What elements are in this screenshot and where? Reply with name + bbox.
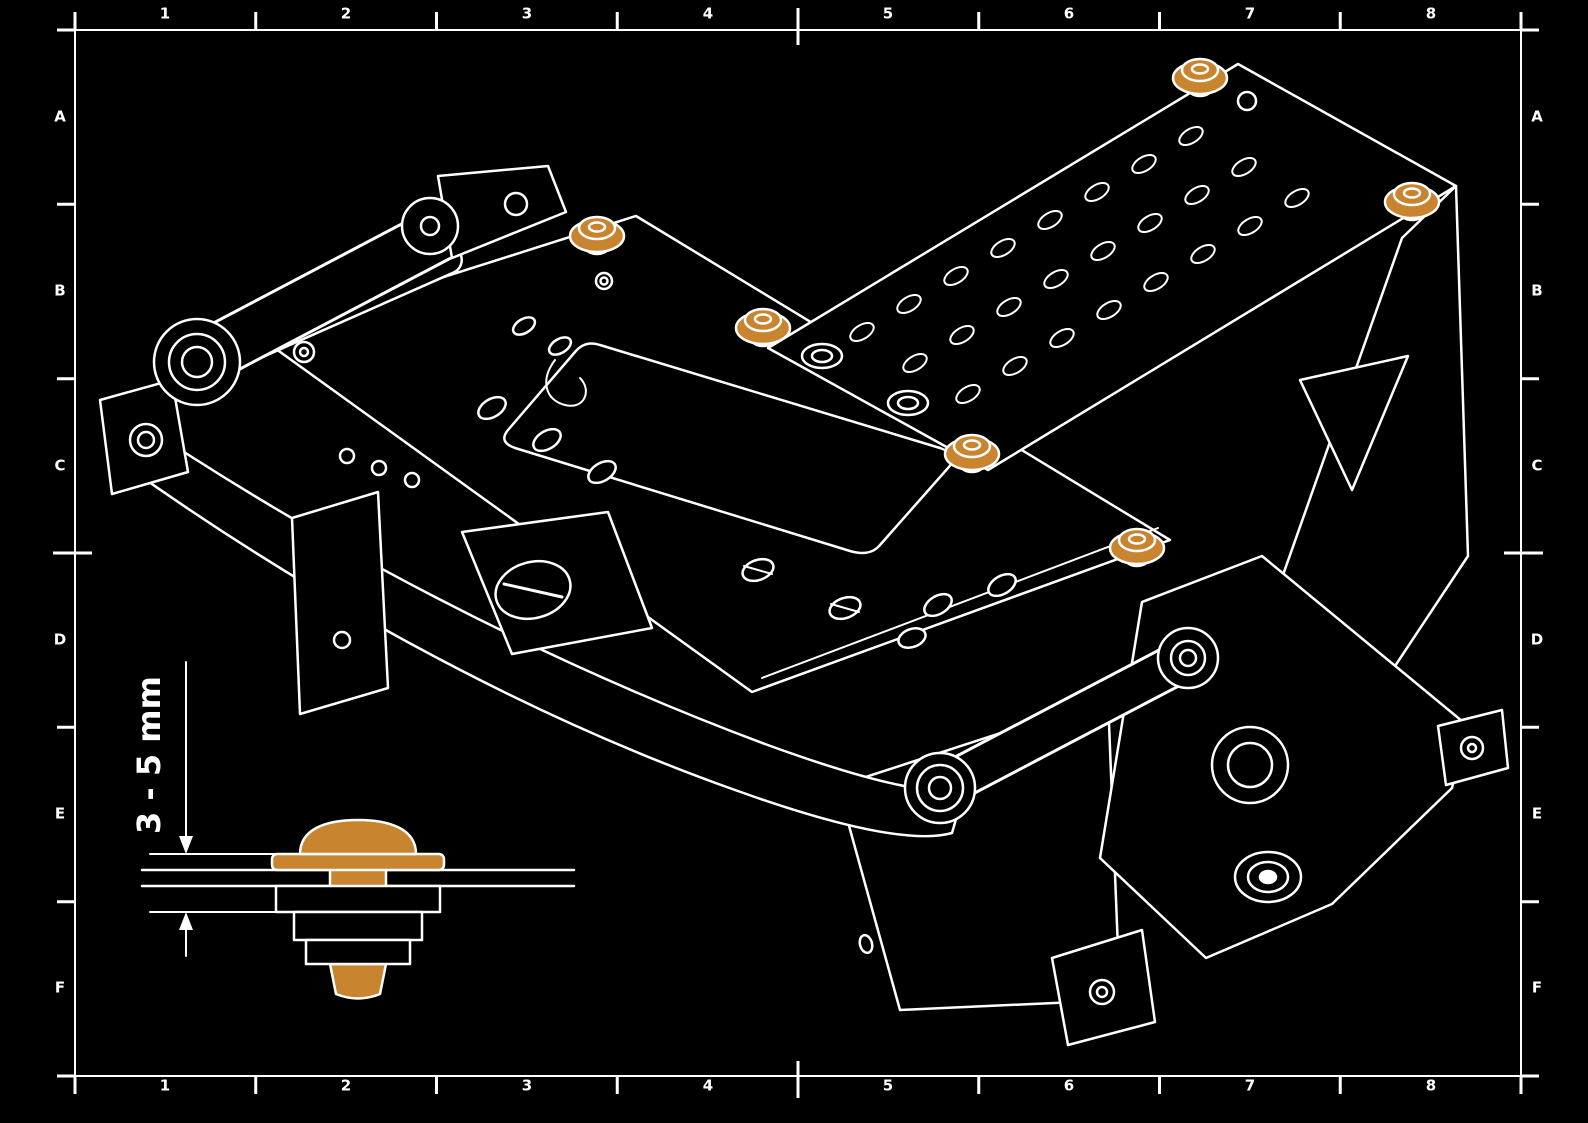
rivet-marker-2 [1383, 181, 1441, 222]
rivet-marker-6 [1108, 527, 1166, 568]
grid-row-label-left-a: A [54, 107, 66, 126]
grid-col-label-bottom-5: 5 [882, 1076, 894, 1095]
rivet-marker-1 [1171, 57, 1229, 98]
rivet-marker-4 [734, 307, 792, 348]
grid-col-label-bottom-1: 1 [159, 1076, 171, 1095]
grid-col-label-top-4: 4 [702, 4, 714, 23]
detail-view [140, 818, 576, 1000]
deck-plate [256, 214, 1172, 694]
grid-row-label-left-c: C [54, 456, 66, 475]
grid-row-label-left-e: E [54, 804, 66, 823]
rivet-marker-3 [568, 215, 626, 256]
main-assembly [98, 57, 1510, 1047]
grid-col-label-top-3: 3 [521, 4, 533, 23]
rivet-highlights [568, 57, 1441, 568]
right-bracket [1050, 554, 1510, 1047]
grid-row-label-right-e: E [1531, 804, 1543, 823]
grid-row-label-left-b: B [54, 281, 66, 300]
frame-ticks [53, 8, 1543, 1098]
grid-row-label-left-d: D [53, 630, 67, 649]
grid-col-label-top-1: 1 [159, 4, 171, 23]
detail-fastener-orange [270, 818, 446, 1000]
grid-col-label-bottom-4: 4 [702, 1076, 714, 1095]
rivet-marker-5 [943, 433, 1001, 474]
grid-col-label-bottom-3: 3 [521, 1076, 533, 1095]
grid-col-label-bottom-2: 2 [340, 1076, 352, 1095]
right-linkage-arm [903, 626, 1220, 825]
grid-row-label-right-c: C [1531, 456, 1543, 475]
dimension-label: 3 - 5 mm [130, 676, 168, 834]
dimension-annotation [149, 661, 281, 957]
grid-row-label-right-a: A [1531, 107, 1543, 126]
perforated-plate [766, 62, 1458, 472]
grid-row-label-right-f: F [1531, 978, 1543, 997]
plain-rivet-markers [800, 342, 930, 417]
grid-col-label-bottom-6: 6 [1063, 1076, 1075, 1095]
grid-col-label-top-8: 8 [1425, 4, 1437, 23]
grid-col-label-top-6: 6 [1063, 4, 1075, 23]
front-rail [98, 378, 967, 838]
grid-col-label-bottom-7: 7 [1244, 1076, 1256, 1095]
left-linkage-arm [152, 164, 568, 407]
grid-row-label-right-d: D [1530, 630, 1544, 649]
grid-row-label-right-b: B [1531, 281, 1543, 300]
grid-row-label-left-f: F [54, 978, 66, 997]
grid-col-label-bottom-8: 8 [1425, 1076, 1437, 1095]
grid-col-label-top-2: 2 [340, 4, 352, 23]
grid-col-label-top-7: 7 [1244, 4, 1256, 23]
grid-col-label-top-5: 5 [882, 4, 894, 23]
